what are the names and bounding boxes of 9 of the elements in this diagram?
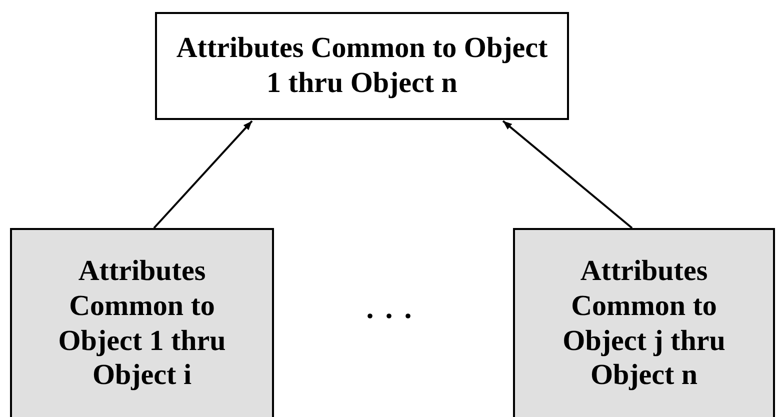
shaded-box [513,228,775,417]
box-label: Attributes Common to Object j thru Object n [562,254,726,394]
ellipsis: . . . [365,292,415,326]
arrow [153,120,253,229]
arrow [502,120,633,229]
box-label: Attributes Common to Object 1 thru Object n [175,31,549,101]
class-box [155,12,569,120]
box-label: Attributes Common to Object 1 thru Object i [57,254,227,394]
shaded-box [10,228,274,417]
